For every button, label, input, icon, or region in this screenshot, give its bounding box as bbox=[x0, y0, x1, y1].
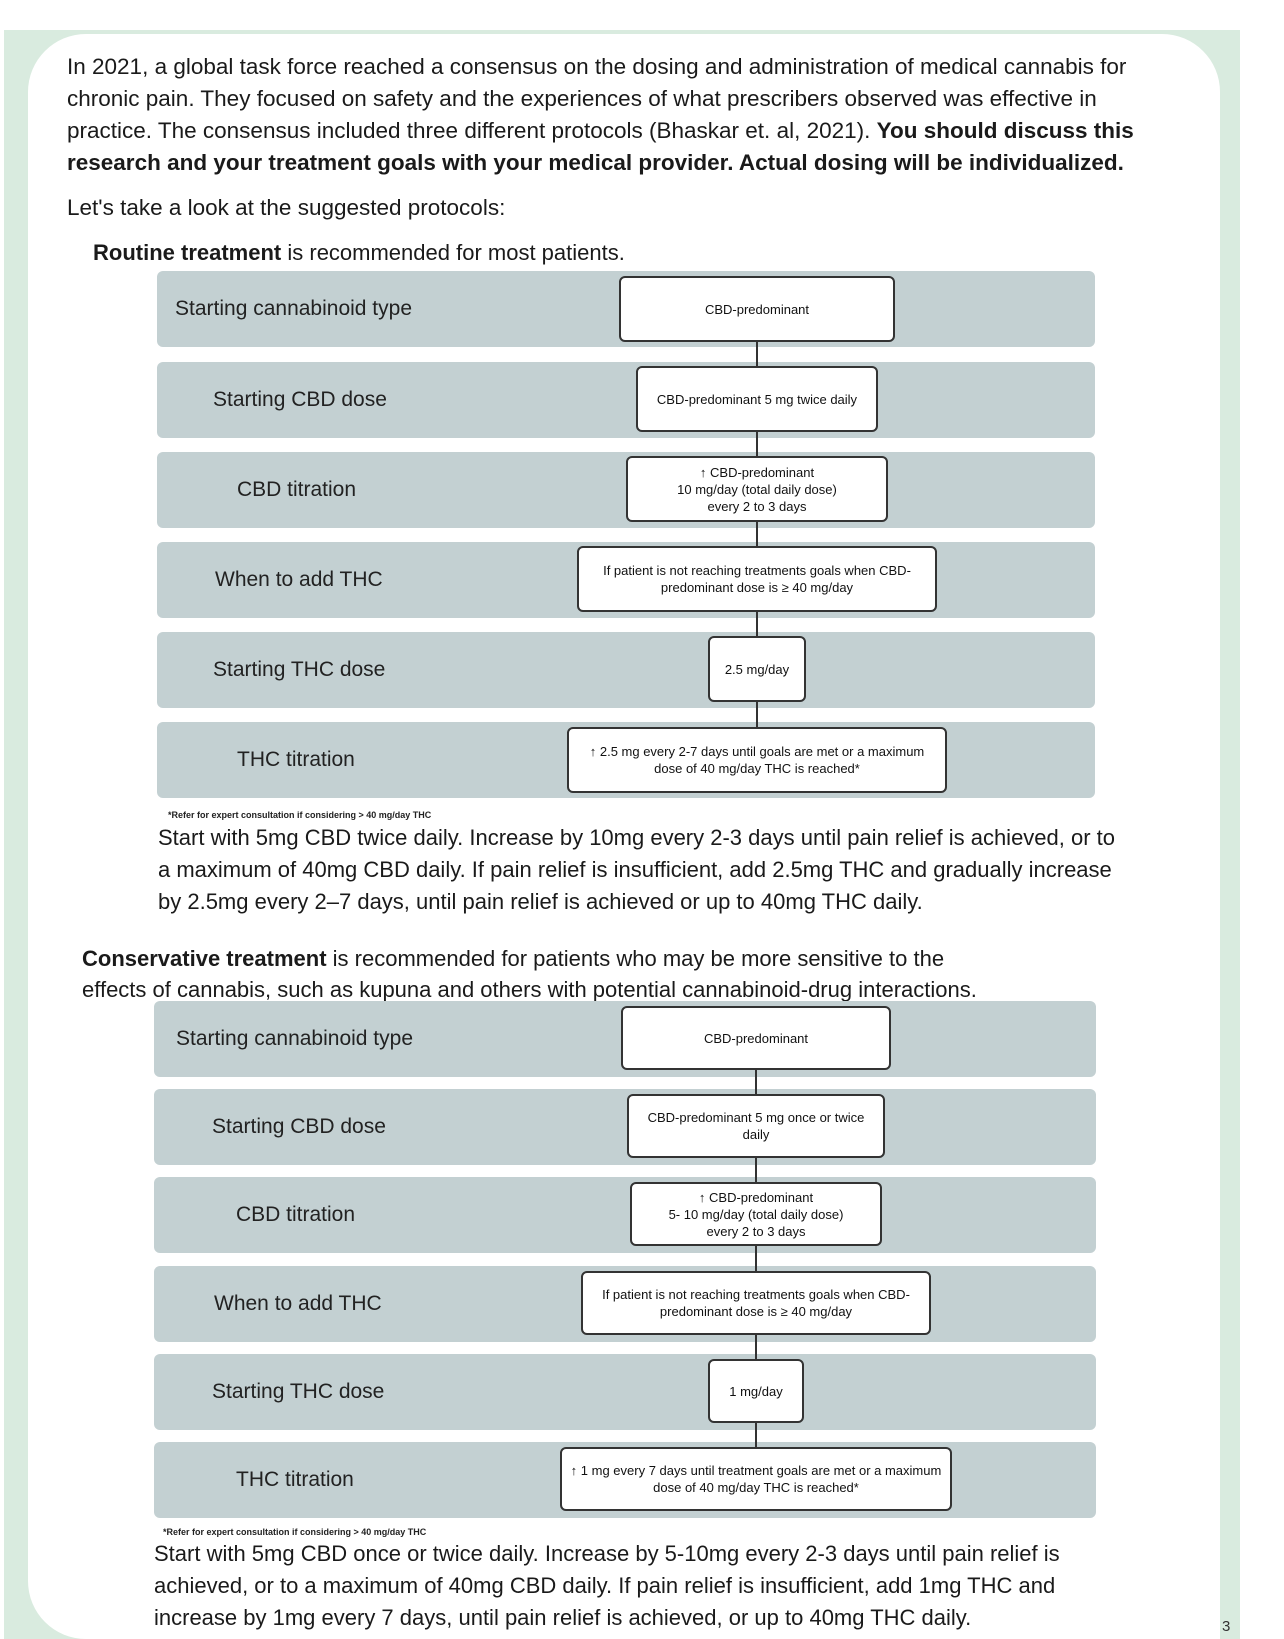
flow-box: 2.5 mg/day bbox=[708, 636, 806, 702]
flow-row-label: CBD titration bbox=[236, 1203, 356, 1226]
flow-row-label: THC titration bbox=[237, 748, 355, 771]
flow-box: CBD-predominant 5 mg once or twice daily bbox=[627, 1094, 885, 1158]
flow-box: ↑ CBD-predominant 5- 10 mg/day (total da… bbox=[630, 1182, 882, 1246]
flow-row-label: Starting CBD dose bbox=[213, 388, 387, 411]
flow-row-label: Starting THC dose bbox=[212, 1380, 385, 1403]
intro-bold-text: You should discuss this research and you… bbox=[67, 118, 1134, 175]
flow-row-label: When to add THC bbox=[214, 1292, 382, 1315]
intro-paragraph: In 2021, a global task force reached a c… bbox=[67, 51, 1187, 179]
flow-box: 1 mg/day bbox=[708, 1359, 804, 1423]
conservative-summary: Start with 5mg CBD once or twice daily. … bbox=[154, 1541, 1060, 1630]
flow-row: Starting THC dose bbox=[157, 632, 1095, 708]
page-number: 3 bbox=[1222, 1618, 1231, 1635]
flow-box: CBD-predominant 5 mg twice daily bbox=[636, 366, 878, 432]
lead-text: Let's take a look at the suggested proto… bbox=[67, 195, 506, 220]
flow-row: Starting CBD dose bbox=[157, 362, 1095, 438]
conservative-heading-rest: is recommended for patients who may be m… bbox=[82, 946, 977, 1002]
flow-box: If patient is not reaching treatments go… bbox=[577, 546, 937, 612]
flow-row-label: THC titration bbox=[236, 1468, 354, 1491]
connector-line bbox=[756, 612, 758, 636]
flow-row: CBD titration bbox=[154, 1177, 1096, 1253]
flow-row-label: Starting THC dose bbox=[213, 658, 386, 681]
conservative-heading: Conservative treatment is recommended fo… bbox=[82, 943, 1012, 1005]
routine-heading-bold: Routine treatment bbox=[93, 240, 282, 265]
flow-box: ↑ 2.5 mg every 2-7 days until goals are … bbox=[567, 727, 947, 793]
flow-row-label: Starting cannabinoid type bbox=[176, 1027, 413, 1050]
flow-row-label: CBD titration bbox=[237, 478, 357, 501]
connector-line bbox=[755, 1070, 757, 1094]
routine-footnote: *Refer for expert consultation if consid… bbox=[168, 810, 432, 820]
flow-row-label: When to add THC bbox=[215, 568, 383, 591]
flow-row-label: Starting cannabinoid type bbox=[175, 297, 412, 320]
connector-line bbox=[756, 342, 758, 366]
connector-line bbox=[755, 1335, 757, 1359]
flow-row: Starting CBD dose bbox=[154, 1089, 1096, 1165]
connector-line bbox=[755, 1246, 757, 1271]
connector-line bbox=[755, 1423, 757, 1447]
connector-line bbox=[756, 702, 758, 727]
conservative-footnote: *Refer for expert consultation if consid… bbox=[163, 1527, 427, 1537]
flow-box: CBD-predominant bbox=[619, 276, 895, 342]
flow-row-label: Starting CBD dose bbox=[212, 1115, 386, 1138]
flow-box: If patient is not reaching treatments go… bbox=[581, 1271, 931, 1335]
flow-box: CBD-predominant bbox=[621, 1006, 891, 1070]
connector-line bbox=[755, 1158, 757, 1182]
intro-text: In 2021, a global task force reached a c… bbox=[67, 54, 1127, 143]
routine-heading-rest: is recommended for most patients. bbox=[281, 240, 625, 265]
connector-line bbox=[756, 522, 758, 546]
routine-heading: Routine treatment is recommended for mos… bbox=[93, 237, 625, 268]
flow-row: Starting THC dose bbox=[154, 1354, 1096, 1430]
connector-line bbox=[756, 432, 758, 456]
routine-summary: Start with 5mg CBD twice daily. Increase… bbox=[158, 825, 1116, 914]
flow-box: ↑ 1 mg every 7 days until treatment goal… bbox=[560, 1447, 952, 1511]
flow-box: ↑ CBD-predominant 10 mg/day (total daily… bbox=[626, 456, 888, 522]
conservative-heading-bold: Conservative treatment bbox=[82, 946, 327, 971]
